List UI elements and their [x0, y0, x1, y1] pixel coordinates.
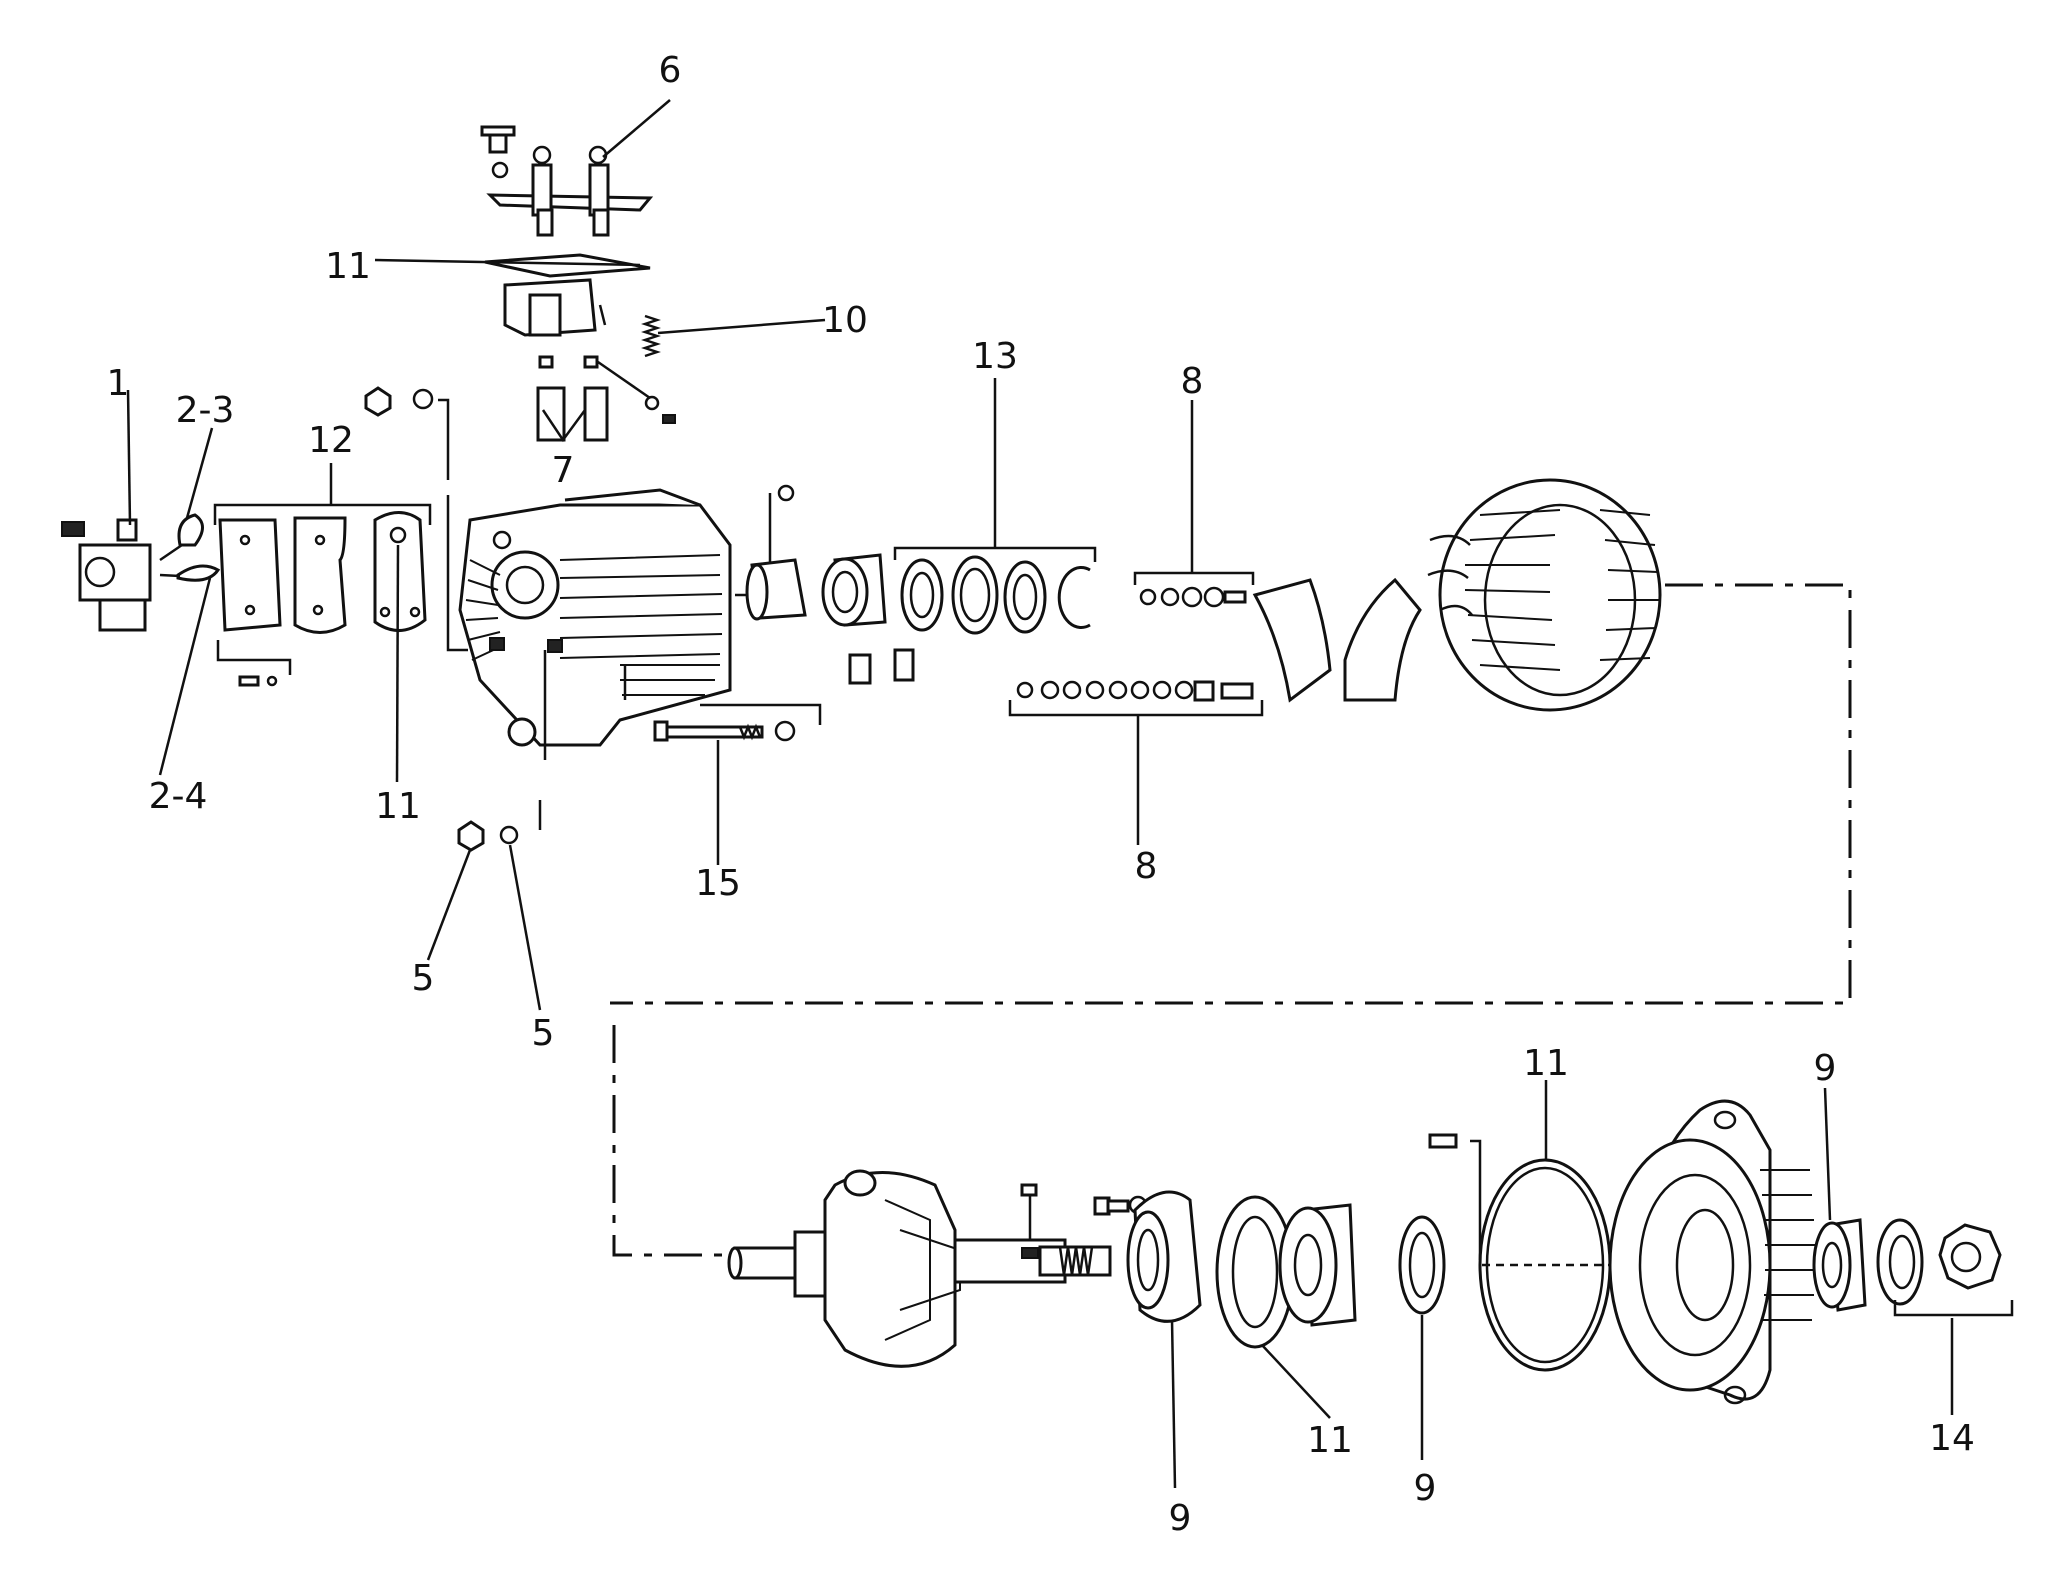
callout-9-bearing: 9 — [1414, 1468, 1437, 1509]
callout-5-nut: 5 — [412, 958, 435, 999]
callout-14: 14 — [1929, 1418, 1975, 1459]
part-gasket-top — [484, 253, 651, 278]
part-drop-connectors — [159, 513, 221, 582]
part-sleeve — [745, 558, 807, 621]
part-bearing-housing — [1126, 1190, 1202, 1323]
callout-8-bottom: 8 — [1135, 846, 1158, 887]
part-seal — [1398, 1215, 1446, 1315]
callout-11-plates: 11 — [375, 786, 421, 827]
callout-5-washer: 5 — [532, 1013, 555, 1054]
part-arc-shields — [1252, 577, 1422, 703]
part-bearing-front — [821, 553, 915, 685]
callout-2-4: 2-4 — [149, 776, 208, 817]
part-stator — [1427, 478, 1662, 712]
callout-11-retainer: 11 — [1307, 1420, 1353, 1461]
part-rings-group — [893, 546, 1097, 635]
callout-1: 1 — [107, 363, 130, 404]
callout-13: 13 — [972, 336, 1018, 377]
part-terminal-plate — [480, 125, 654, 237]
part-nut-washer-bottom — [457, 820, 519, 852]
callout-7: 7 — [552, 450, 575, 491]
callout-8-top: 8 — [1181, 361, 1204, 402]
callout-10: 10 — [822, 300, 868, 341]
callout-12: 12 — [308, 420, 354, 461]
callout-6: 6 — [659, 50, 682, 91]
part-screw-set-bottom — [1008, 680, 1264, 717]
part-bolt-washer — [1093, 1195, 1148, 1216]
part-drive-end-frame — [1608, 1099, 1815, 1405]
callout-9-seal: 9 — [1814, 1048, 1837, 1089]
callout-11-gasket: 11 — [325, 246, 371, 287]
leader-lines — [126, 99, 1954, 1489]
callout-15: 15 — [695, 863, 741, 904]
part-brushes — [536, 355, 676, 442]
part-screw-set-top — [1133, 571, 1255, 608]
part-end-bearing — [1812, 1218, 1867, 1312]
part-nut-washer-top — [364, 386, 450, 480]
callout-2-3: 2-3 — [176, 390, 235, 431]
part-rotor — [727, 1169, 1112, 1368]
part-bearing-rear — [1278, 1203, 1357, 1327]
part-rear-housing — [458, 488, 732, 747]
part-spring — [641, 314, 661, 358]
callout-11-ring: 11 — [1523, 1043, 1569, 1084]
part-plates-group — [213, 503, 432, 687]
callout-9-housing: 9 — [1169, 1498, 1192, 1539]
part-through-bolt — [653, 703, 822, 742]
connecting-dashed-line — [610, 583, 1852, 1257]
part-brush-holder — [503, 278, 607, 337]
part-terminal-block — [61, 518, 152, 632]
part-washer-nut — [1876, 1218, 2014, 1317]
callout-labels: 1 2-3 2-4 12 11 6 11 10 7 5 5 15 13 8 8 … — [107, 50, 1975, 1539]
